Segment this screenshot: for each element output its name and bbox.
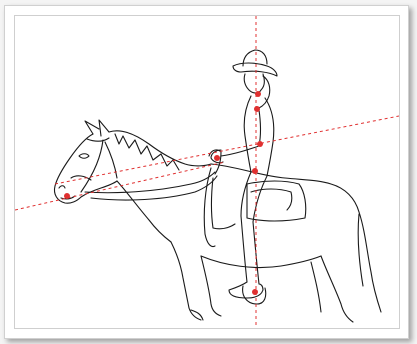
horse-ear-left	[85, 121, 99, 134]
bridle-browband	[87, 138, 109, 141]
bit-point	[64, 193, 70, 199]
rider-torso-back	[265, 98, 274, 176]
bridle-noseband	[71, 176, 91, 180]
rider-torso-front	[244, 96, 251, 172]
horse-rider-illustration	[15, 16, 399, 328]
figure-frame	[4, 5, 409, 339]
hip-point	[252, 168, 258, 174]
saddle-seat	[251, 189, 292, 210]
rider-head	[244, 74, 264, 93]
rider-drawing	[211, 50, 277, 304]
bridle-cheekpiece	[81, 140, 103, 192]
stirrup	[243, 286, 266, 304]
horse-tail	[358, 212, 381, 312]
figure-panel	[14, 15, 400, 329]
horse-foreleg-rear	[201, 256, 221, 316]
elbow-point	[257, 141, 263, 147]
rider-thigh	[241, 172, 267, 222]
saddle-fender	[212, 178, 236, 229]
rider-hat-brim	[233, 63, 277, 76]
shoulder-point	[254, 106, 260, 112]
horse-nostril	[59, 186, 65, 188]
horse-hindleg	[311, 256, 353, 322]
heel-point	[252, 289, 258, 295]
horse-eye	[79, 154, 89, 159]
rider-boot	[229, 282, 263, 298]
forearm-line-guide	[55, 116, 399, 184]
rein-line-guide	[15, 162, 225, 210]
ear-point	[255, 91, 261, 97]
horse-chest	[171, 242, 189, 308]
hand-point	[214, 155, 220, 161]
horse-belly	[201, 256, 321, 268]
horse-back	[211, 164, 359, 212]
horse-neck-underside	[117, 181, 171, 242]
horse-ear-right	[99, 120, 109, 136]
horse-foreleg-front	[189, 308, 203, 320]
horse-mane	[115, 134, 179, 170]
rider-upper-arm	[259, 110, 261, 146]
horse-neck-top	[109, 131, 211, 166]
